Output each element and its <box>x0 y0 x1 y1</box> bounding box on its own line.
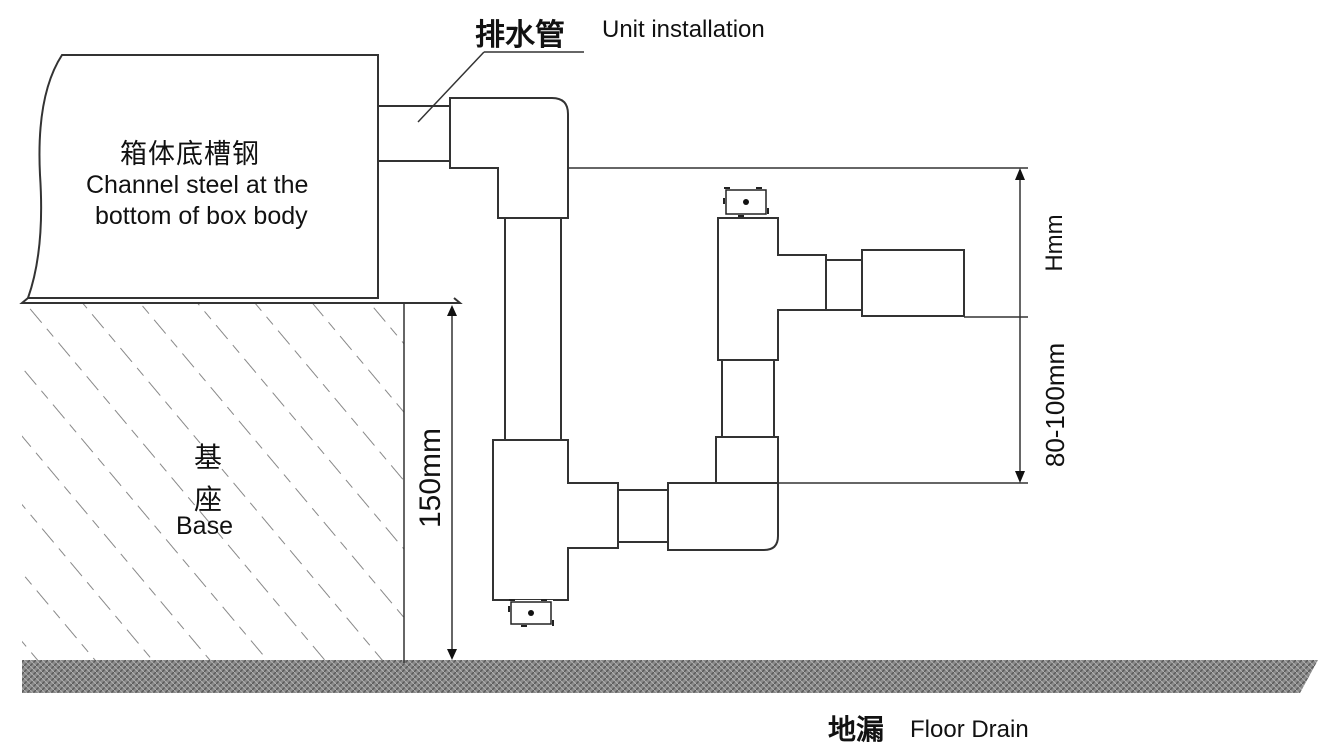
coupling-horizontal <box>617 489 669 543</box>
trap-dimension: 80-100mm <box>1040 342 1070 468</box>
floor-drain-label-en: Floor Drain <box>910 716 1029 743</box>
bottom-cleanout <box>508 599 554 627</box>
upper-tee <box>717 217 827 361</box>
vertical-pipe <box>504 217 562 441</box>
channel-label-en-line2: bottom of box body <box>95 202 308 230</box>
drain-pipe-label-cn: 排水管 <box>475 18 565 53</box>
h-dimension: Hmm <box>1041 214 1068 272</box>
top-elbow <box>449 97 569 219</box>
dimension-lines <box>403 167 1028 663</box>
base-height-dimension: 150mm <box>414 427 447 529</box>
bottom-tee <box>492 439 619 601</box>
base-label-cn-1: 基 <box>194 441 223 474</box>
upper-outlet <box>825 249 965 317</box>
channel-steel <box>19 54 463 304</box>
base-label-en: Base <box>176 512 233 540</box>
right-elbow <box>667 436 779 551</box>
base-label-cn-2: 座 <box>194 483 223 516</box>
floor-drain-label-cn: 地漏 <box>828 713 885 746</box>
dimension-arrows <box>447 168 1025 660</box>
trap-vertical-pipe <box>721 359 775 438</box>
channel-label-en-line1: Channel steel at the <box>86 171 309 199</box>
floor-strip <box>22 660 1318 693</box>
base-block <box>22 303 404 660</box>
drain-pipe-label-en: Unit installation <box>602 16 765 43</box>
outlet-stub <box>377 105 451 162</box>
drain-pipe-leader <box>417 51 584 123</box>
top-cleanout <box>723 187 769 217</box>
channel-label-cn: 箱体底槽钢 <box>120 139 260 170</box>
